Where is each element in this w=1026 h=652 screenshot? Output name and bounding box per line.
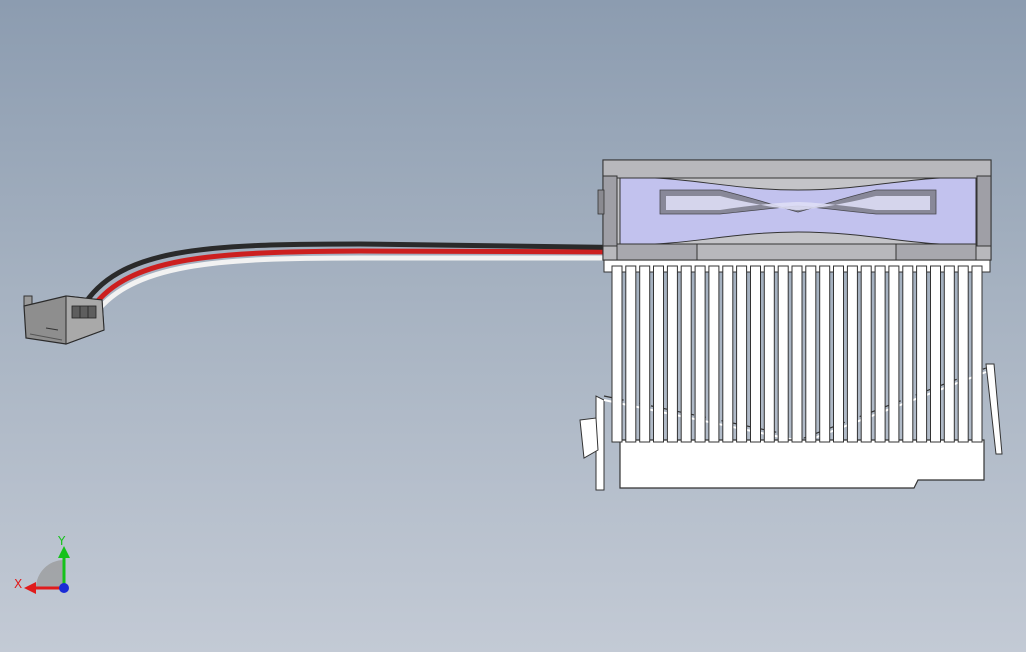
fan-cable[interactable]: [79, 241, 658, 321]
heatsink-fin: [625, 265, 637, 443]
triad-x-label: X: [14, 577, 22, 591]
connector-ridge: [45, 327, 59, 331]
heatsink-fin: [874, 265, 886, 443]
fan-right-post: [976, 175, 992, 247]
triad-y-arrow: [58, 546, 70, 558]
heatsink-fin: [819, 265, 831, 443]
heatsink-fins: [611, 265, 983, 443]
heatsink-fin: [846, 265, 858, 443]
triad-x-arrow: [24, 582, 36, 594]
heatsink-fin: [791, 265, 803, 443]
heatsink-fin: [694, 265, 706, 443]
heatsink-fin: [860, 265, 872, 443]
fan-connector[interactable]: [23, 295, 105, 345]
fan-side-clip: [597, 189, 605, 215]
triad-sphere-segment: [36, 560, 64, 588]
heatsink-fin: [639, 265, 651, 443]
clip-left-arm: [595, 395, 605, 491]
heatsink[interactable]: [603, 257, 991, 489]
heatsink-fin: [943, 265, 955, 443]
cable-wire-red: [85, 248, 643, 317]
heatsink-fin: [666, 265, 678, 443]
heatsink-fin: [680, 265, 692, 443]
clip-wire: [603, 367, 987, 439]
heatsink-fin: [930, 265, 941, 443]
triad-y-label: Y: [57, 534, 66, 548]
heatsink-fin: [750, 265, 761, 443]
heatsink-fin: [611, 265, 623, 443]
orientation-triad[interactable]: Y X: [14, 534, 70, 594]
triad-z-axis: [59, 583, 69, 593]
heatsink-fin: [763, 265, 775, 443]
heatsink-fin: [971, 265, 983, 443]
fan-mount-tab: [895, 243, 977, 261]
fan-blade-highlight: [666, 196, 930, 210]
heatsink-base: [619, 439, 985, 489]
heatsink-fin: [708, 265, 720, 443]
connector-ridge: [29, 333, 63, 341]
clip-lever: [579, 417, 599, 459]
cable-wire-white: [89, 255, 643, 321]
fan-frame-bottom-edge: [602, 243, 992, 261]
heatsink-fin: [916, 265, 928, 443]
fan-mount-tab: [616, 243, 698, 261]
heatsink-fin: [736, 265, 748, 443]
heatsink-fin: [805, 265, 817, 443]
heatsink-fin: [902, 265, 914, 443]
fan-frame-top-edge: [602, 159, 992, 179]
heatsink-fin: [653, 265, 664, 443]
heatsink-fin: [888, 265, 900, 443]
heatsink-fin: [722, 265, 734, 443]
cooling-fan[interactable]: [597, 159, 992, 261]
heatsink-fin: [957, 265, 969, 443]
clip-right-arm: [985, 363, 1003, 455]
connector-face: [65, 295, 105, 345]
heatsink-fin: [777, 265, 789, 443]
heatsink-fin: [833, 265, 844, 443]
connector-pin-slot: [71, 305, 97, 319]
cable-wire-black: [79, 241, 658, 311]
fan-left-post: [602, 175, 618, 247]
